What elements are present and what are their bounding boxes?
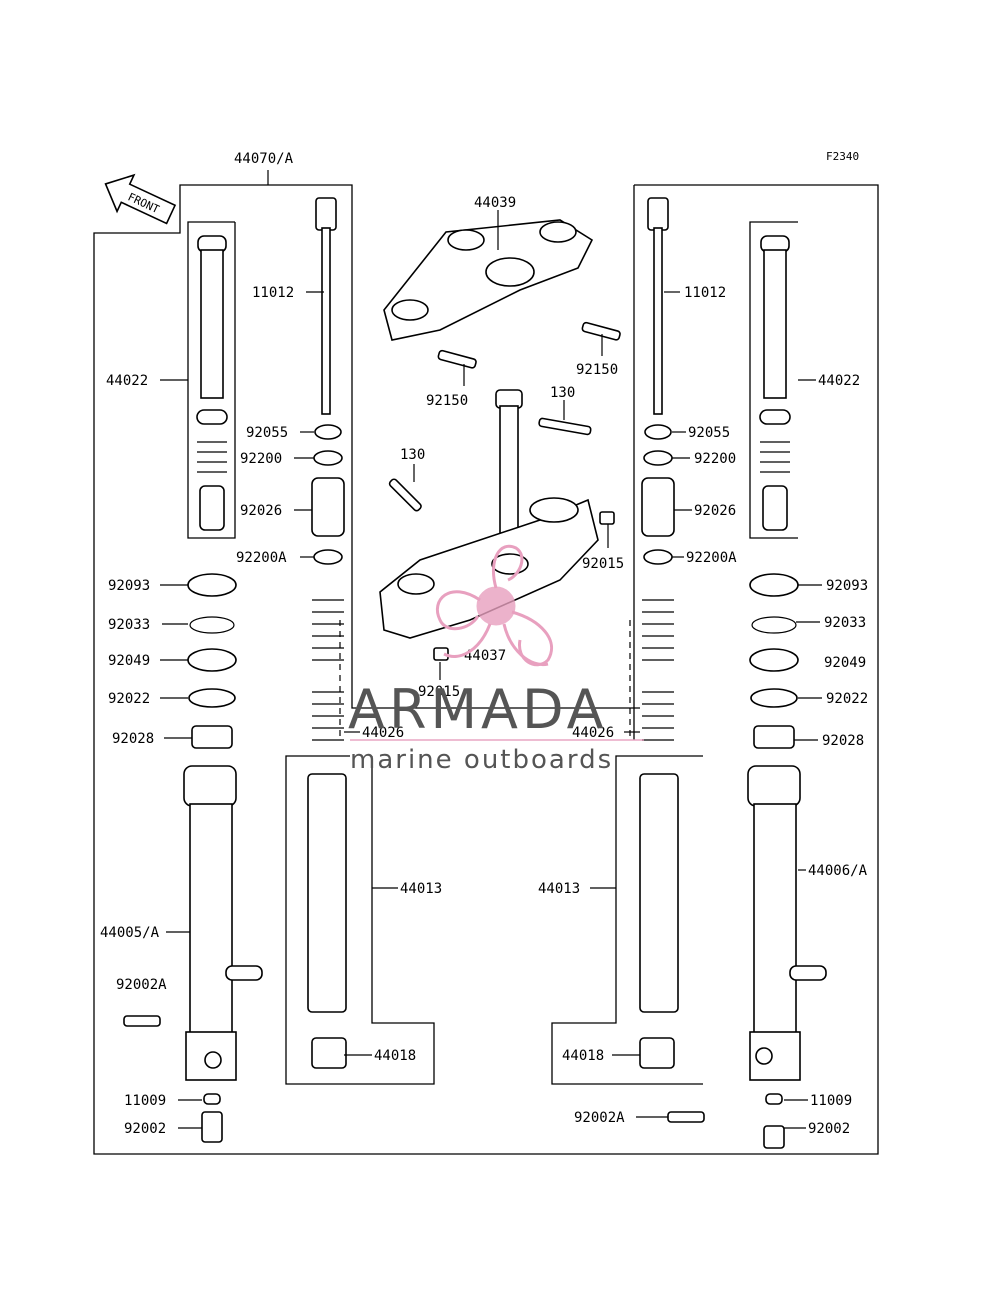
label-92028-left: 92028 [112,731,154,747]
label-44006A: 44006/A [808,863,868,879]
label-92022-left: 92022 [108,691,150,707]
label-92015-lower: 92015 [418,684,460,700]
label-92093-left: 92093 [108,578,150,594]
watermark: ARMADA marine outboards [348,544,644,775]
label-44018-left: 44018 [374,1048,416,1064]
label-92093-right: 92093 [826,578,868,594]
front-arrow-icon: FRONT [104,173,177,225]
label-44022-left: 44022 [106,373,148,389]
label-44026-left: 44026 [362,725,404,741]
label-92200-right: 92200 [694,451,736,467]
label-92033-left: 92033 [108,617,150,633]
label-92150-right: 92150 [576,362,618,378]
label-44070A: 44070/A [234,151,294,167]
label-11012-right: 11012 [684,285,726,301]
label-92002-left: 92002 [124,1121,166,1137]
label-44037: 44037 [464,648,506,664]
label-92026-left: 92026 [240,503,282,519]
label-92049-left: 92049 [108,653,150,669]
octopus-logo-icon [435,544,554,667]
watermark-tagline: marine outboards [350,745,613,775]
part-labels: F2340 44070/A 44039 11012 11012 44022 44… [100,150,868,1137]
label-92026-right: 92026 [694,503,736,519]
label-92002A-right: 92002A [574,1110,625,1126]
left-fork-internals [123,197,347,1143]
label-92055-right: 92055 [688,425,730,441]
label-130-lower: 130 [400,447,425,463]
label-92028-right: 92028 [822,733,864,749]
label-92022-right: 92022 [826,691,868,707]
label-92049-right: 92049 [824,655,866,671]
leader-lines [160,210,822,1129]
label-92002-right: 92002 [808,1121,850,1137]
label-44026-right: 44026 [572,725,614,741]
label-44013-left: 44013 [400,881,442,897]
label-44039: 44039 [474,195,516,211]
label-44005A: 44005/A [100,925,160,941]
label-92033-right: 92033 [824,615,866,631]
watermark-brand: ARMADA [348,678,608,741]
label-92150-left: 92150 [426,393,468,409]
label-11012-left: 11012 [252,285,294,301]
label-92002A-left: 92002A [116,977,167,993]
label-92200A-left: 92200A [236,550,287,566]
label-92055-left: 92055 [246,425,288,441]
label-92200A-right: 92200A [686,550,737,566]
label-92015-upper: 92015 [582,556,624,572]
label-44022-right: 44022 [818,373,860,389]
label-92200-left: 92200 [240,451,282,467]
label-11009-right: 11009 [810,1093,852,1109]
frame-lines [93,170,879,1155]
right-fork-internals [639,197,827,1149]
label-44013-right: 44013 [538,881,580,897]
diagram-code: F2340 [826,150,859,163]
label-130-upper: 130 [550,385,575,401]
label-44018-right: 44018 [562,1048,604,1064]
label-11009-left: 11009 [124,1093,166,1109]
